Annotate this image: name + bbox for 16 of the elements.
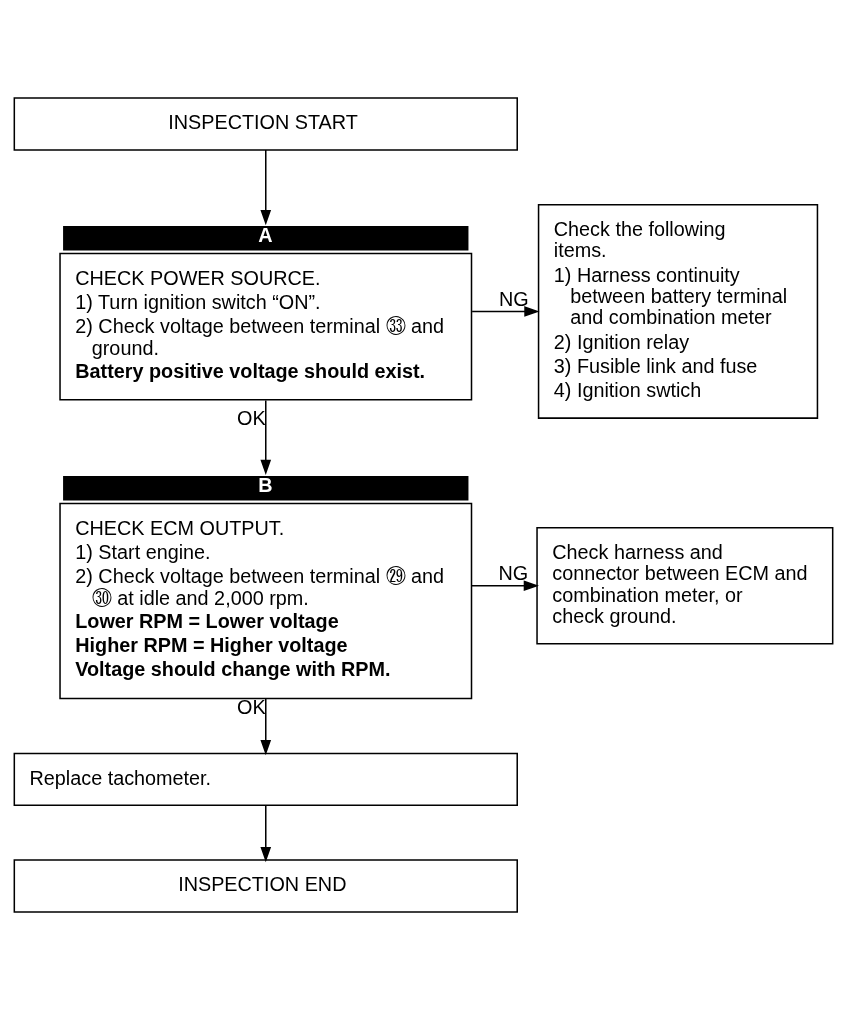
edge-label: NG xyxy=(498,562,529,585)
edge-label: NG xyxy=(498,287,529,310)
arrow xyxy=(471,306,540,317)
node-label: A xyxy=(258,223,273,246)
node-box: INSPECTION START xyxy=(13,97,518,151)
arrow xyxy=(260,804,272,863)
node-box: Check the following items. 1) Harness continuity between battery terminal and combination meter 2) Ignition relay 3) Fusible link and fuse 4) Ignition swtich xyxy=(537,204,819,419)
node-box: Check harness and connector between ECM and combination meter, or check ground. xyxy=(536,527,834,645)
node-box: Replace tachometer. xyxy=(13,752,518,806)
edge-label: OK xyxy=(236,406,266,429)
node-label: B xyxy=(258,473,273,496)
arrow xyxy=(260,698,272,756)
arrow xyxy=(260,399,272,475)
node-box: INSPECTION END xyxy=(13,859,518,913)
arrow xyxy=(470,580,539,592)
arrow xyxy=(260,149,272,226)
